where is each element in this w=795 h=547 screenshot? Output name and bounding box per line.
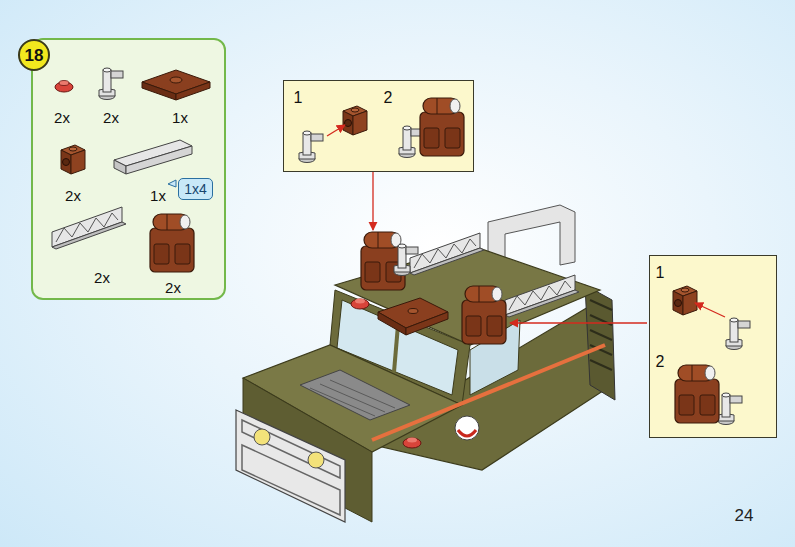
quantity-label: 1x [150,188,166,203]
sub-step-number: 2 [384,90,393,106]
quantity-label: 1x [172,110,188,125]
quantity-label: 2x [65,188,81,203]
part-length: 1x4 [184,182,207,196]
callout-illustration [282,79,473,171]
step-number-circle: 18 [18,39,50,71]
sub-step-callout: 12 [283,80,474,172]
quantity-label: 2x [94,270,110,285]
quantity-label: 2x [54,110,70,125]
quantity-label: 2x [165,280,181,295]
step-number: 18 [25,47,44,64]
page-number: 24 [735,507,754,524]
sub-step-callout: 12 [649,255,777,438]
callout-illustration [648,254,776,437]
sub-step-number: 1 [294,90,303,106]
parts-list-illustration [31,38,226,300]
quantity-label: 2x [103,110,119,125]
sub-step-number: 1 [656,265,665,281]
part-length-bubble: 1x4 [178,178,213,200]
sub-step-number: 2 [656,354,665,370]
parts-list-panel: 2x 2x 1x 2x 1x 2x 2x 1x4 [31,38,226,300]
